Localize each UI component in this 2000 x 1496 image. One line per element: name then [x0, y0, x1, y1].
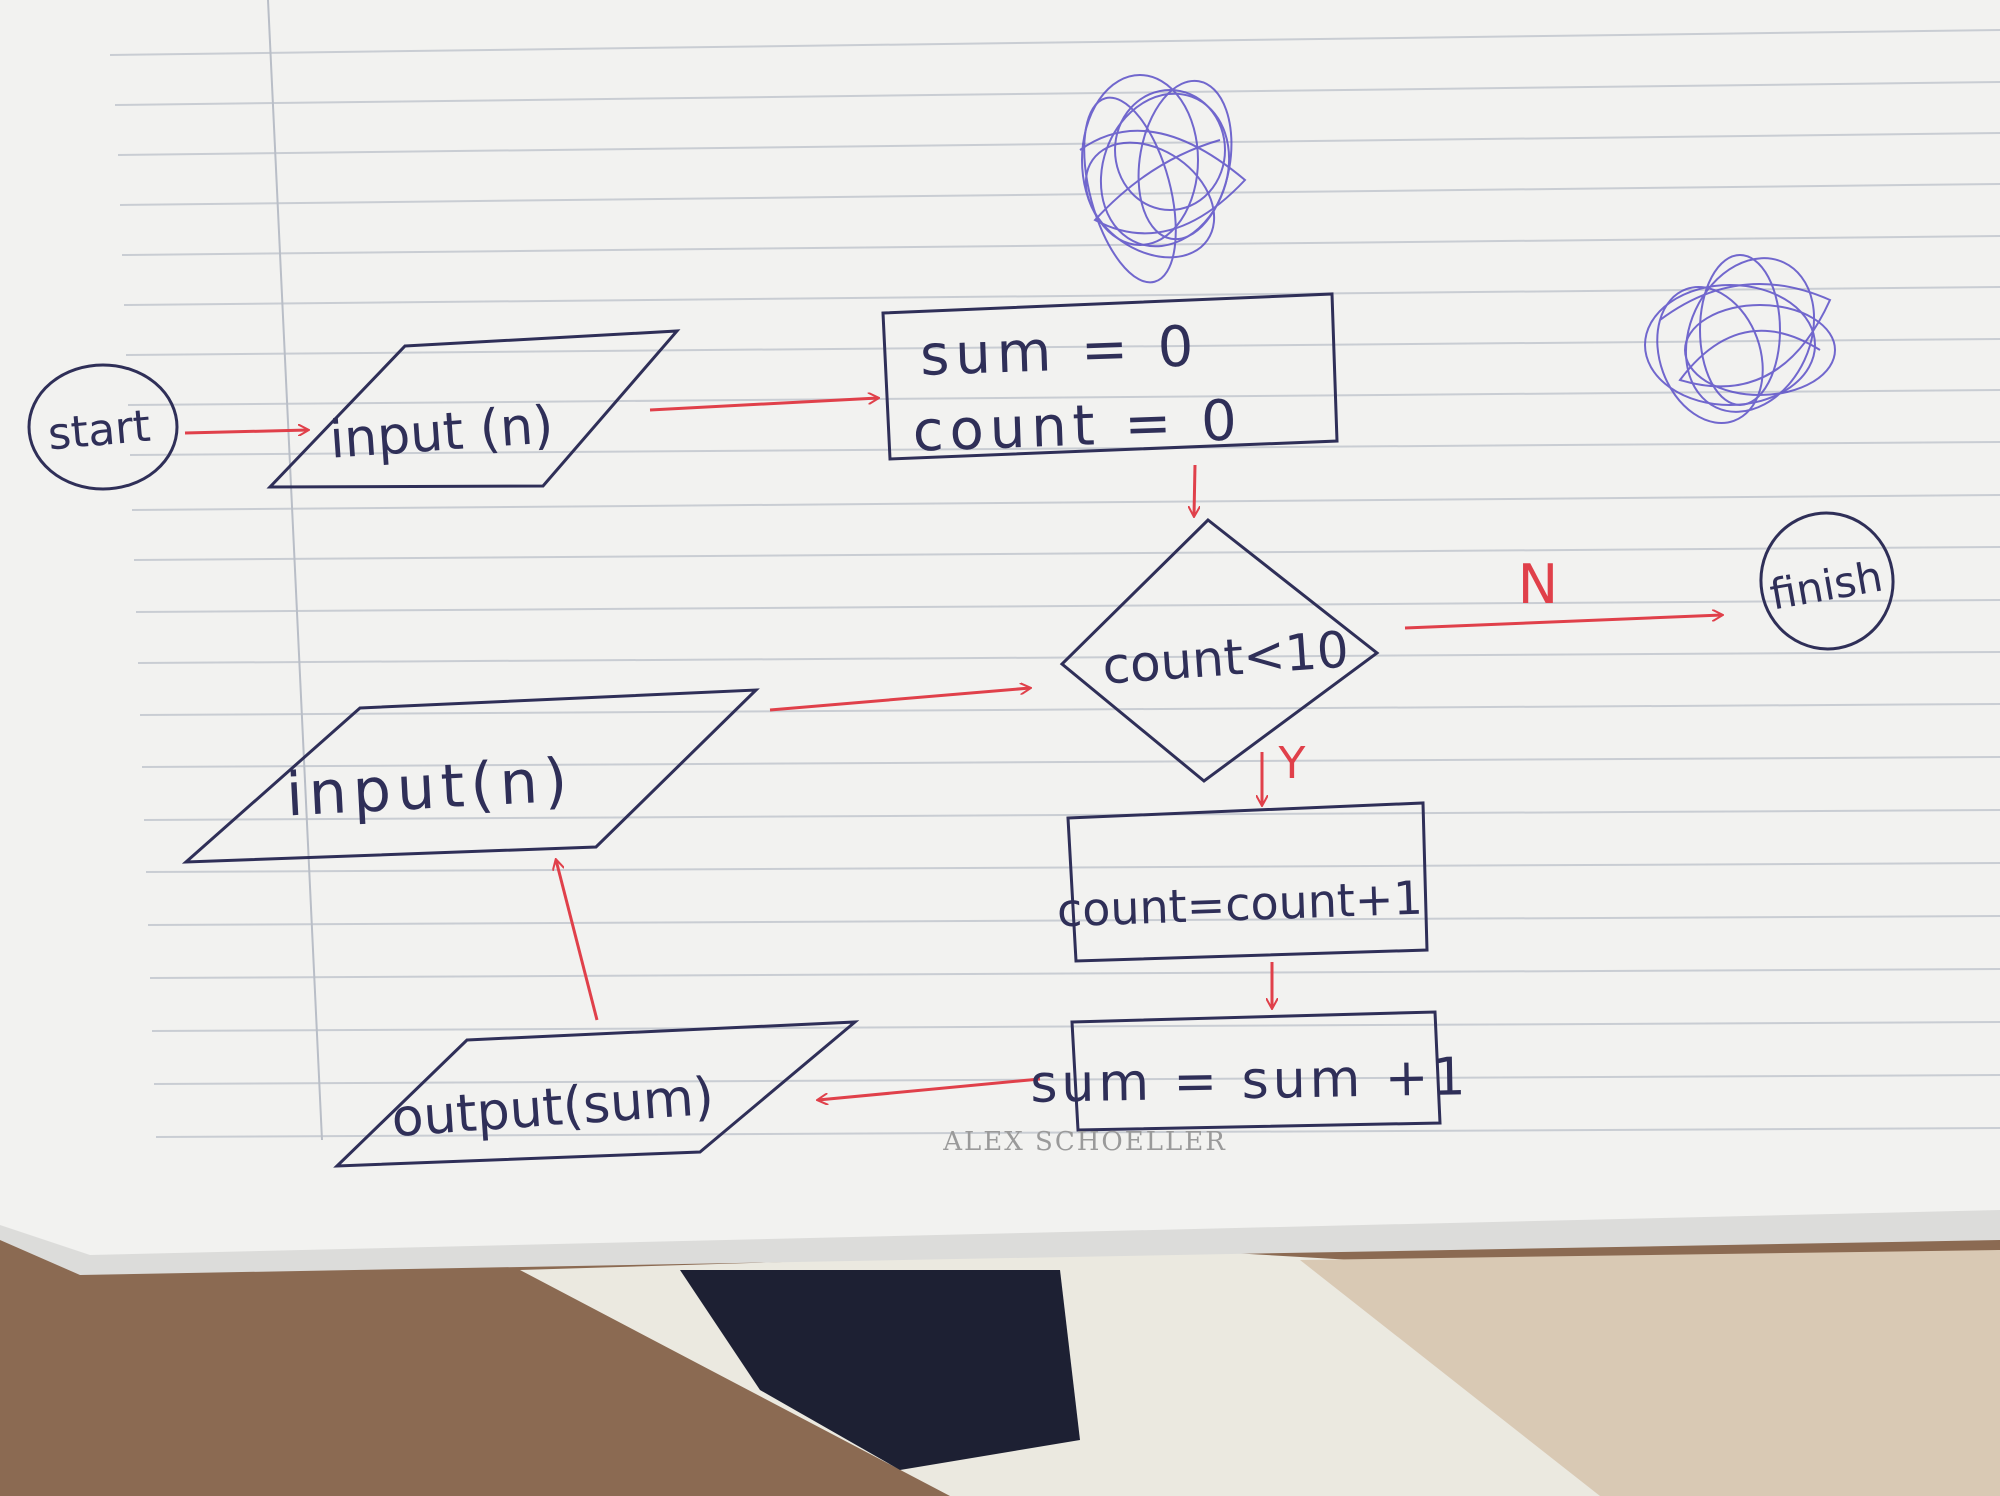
input-left-label: input(n)	[284, 746, 574, 831]
arrow-update-to-output	[818, 1077, 1041, 1100]
background-dark-fabric	[680, 1270, 1080, 1470]
notebook-brand: ALEX SCHOELLER	[942, 1127, 1227, 1157]
update-sum-box	[1070, 1010, 1442, 1132]
ruled-lines	[109, 29, 2000, 1138]
arrow-output-to-input-left	[556, 860, 599, 1021]
arrow-init-to-decision	[1194, 464, 1195, 516]
edge-label-no: N	[1518, 553, 1558, 616]
increment-label: count=count+1	[1056, 871, 1424, 938]
arrow-input-left-to-decision	[769, 688, 1030, 712]
start-terminal	[27, 363, 179, 491]
background-light-cloth	[1300, 1250, 2000, 1496]
decision-diamond	[1059, 518, 1380, 783]
input-top-shape	[266, 329, 681, 489]
finish-terminal	[1759, 511, 1895, 651]
arrow-start-to-input	[184, 430, 308, 433]
init-count-label: count = 0	[912, 388, 1244, 464]
output-shape	[333, 1020, 860, 1168]
init-process-box	[881, 292, 1339, 461]
scribble-right	[1644, 254, 1836, 424]
increment-box	[1066, 801, 1429, 963]
init-sum-label: sum = 0	[919, 314, 1200, 389]
notebook-page	[0, 0, 2000, 1255]
arrow-input-to-init	[649, 398, 878, 412]
edge-label-yes: Y	[1278, 738, 1306, 789]
arrow-decision-no-to-finish	[1404, 615, 1722, 630]
scribble-top	[1079, 74, 1247, 284]
start-label: start	[46, 401, 153, 461]
input-left-shape	[181, 688, 760, 864]
update-sum-label: sum = sum +1	[1030, 1047, 1470, 1115]
margin-line	[267, 0, 323, 1141]
